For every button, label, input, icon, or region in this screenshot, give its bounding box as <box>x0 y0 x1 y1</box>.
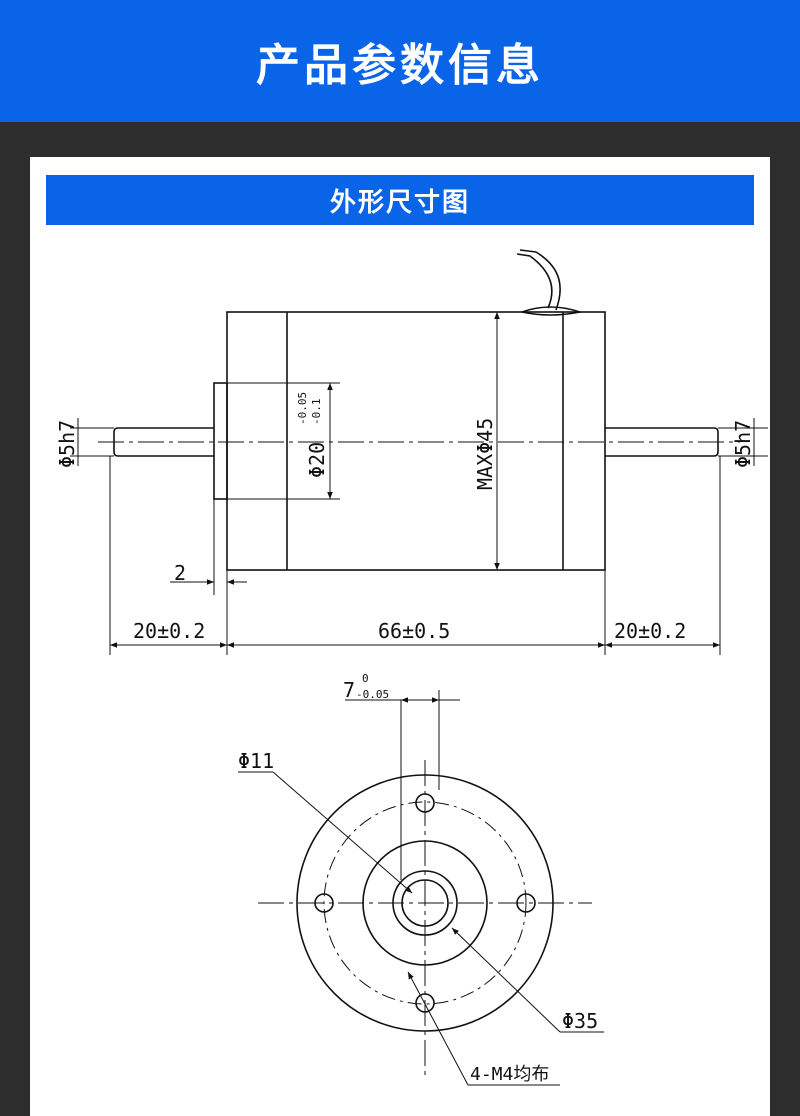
section-title: 外形尺寸图 <box>329 187 470 218</box>
left-shaft-dia-label: Φ5h7 <box>55 420 79 468</box>
right-shaft-length-label: 20±0.2 <box>614 619 686 643</box>
front-view <box>258 760 592 1075</box>
front-boss <box>213 382 228 500</box>
page-title: 产品参数信息 <box>256 40 544 91</box>
hub-dia-label: Φ11 <box>238 749 274 773</box>
body-dia-label: MAXΦ45 <box>473 418 497 490</box>
boss-tol-upper: -0.05 <box>296 392 309 425</box>
side-view <box>113 249 719 571</box>
boss-tol-lower: -0.1 <box>310 399 323 426</box>
top-banner: 产品参数信息 <box>0 0 800 122</box>
left-shaft-length-label: 20±0.2 <box>133 619 205 643</box>
lead-wire-2 <box>519 249 561 311</box>
mount-holes-label: 4-M4均布 <box>470 1064 549 1085</box>
body-length-label: 66±0.5 <box>378 619 450 643</box>
lead-wire <box>516 253 553 309</box>
slot-tol-upper: 0 <box>362 672 369 685</box>
slot-width-label: 7 <box>343 678 355 702</box>
boss-length-label: 2 <box>174 561 186 585</box>
slot-tol-lower: -0.05 <box>356 688 389 701</box>
boss-dia-label: Φ20 <box>305 442 329 478</box>
section-banner: 外形尺寸图 <box>46 175 754 225</box>
pcd-dia-label: Φ35 <box>562 1009 598 1033</box>
content-panel: 外形尺寸图 <box>30 157 770 1116</box>
wire-grommet <box>519 306 584 316</box>
right-shaft-dia-label: Φ5h7 <box>731 420 755 468</box>
motor-body <box>226 311 606 571</box>
